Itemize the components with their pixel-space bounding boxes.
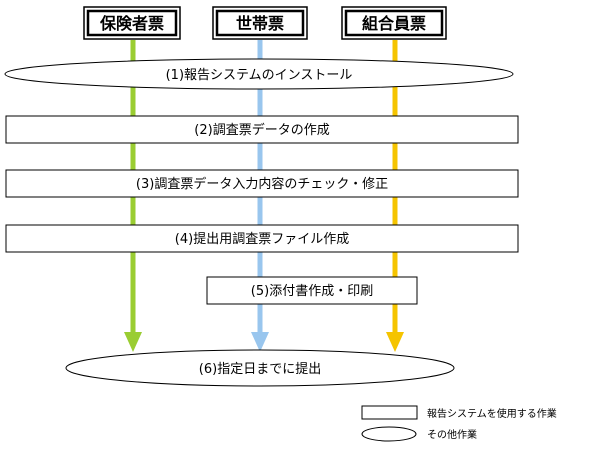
step-6-submit: (6)指定日までに提出 — [65, 349, 455, 387]
header-member-label: 組合員票 — [362, 14, 426, 33]
legend-other-label: その他作業 — [427, 428, 477, 441]
flow-arrowhead-insurer — [124, 332, 142, 352]
step-5-attachment: (5)添付書作成・印刷 — [206, 276, 418, 305]
step-3-label: (3)調査票データ入力内容のチェック・修正 — [136, 176, 388, 192]
step-4-create-file: (4)提出用調査票ファイル作成 — [5, 224, 519, 253]
step-1-label: (1)報告システムのインストール — [166, 68, 353, 83]
legend-other: その他作業 — [361, 426, 477, 442]
header-member: 組合員票 — [341, 6, 447, 40]
step-2-label: (2)調査票データの作成 — [194, 122, 329, 138]
legend: 報告システムを使用する作業 その他作業 — [361, 405, 557, 442]
legend-system-swatch — [361, 405, 418, 420]
step-2-create-data: (2)調査票データの作成 — [5, 115, 519, 144]
legend-system-label: 報告システムを使用する作業 — [427, 407, 557, 420]
step-3-check-data: (3)調査票データ入力内容のチェック・修正 — [5, 169, 519, 198]
flow-arrowhead-member — [386, 332, 404, 352]
header-household-label: 世帯票 — [236, 14, 284, 33]
header-insurer: 保険者票 — [83, 6, 181, 40]
legend-system: 報告システムを使用する作業 — [361, 405, 557, 420]
step-5-label: (5)添付書作成・印刷 — [251, 284, 373, 299]
header-insurer-label: 保険者票 — [99, 14, 164, 33]
step-4-label: (4)提出用調査票ファイル作成 — [175, 231, 349, 247]
step-1-install: (1)報告システムのインストール — [4, 58, 514, 90]
header-household: 世帯票 — [212, 6, 308, 40]
legend-other-swatch — [361, 426, 417, 442]
step-6-label: (6)指定日までに提出 — [199, 361, 321, 377]
flow-arrowhead-household — [251, 332, 269, 352]
